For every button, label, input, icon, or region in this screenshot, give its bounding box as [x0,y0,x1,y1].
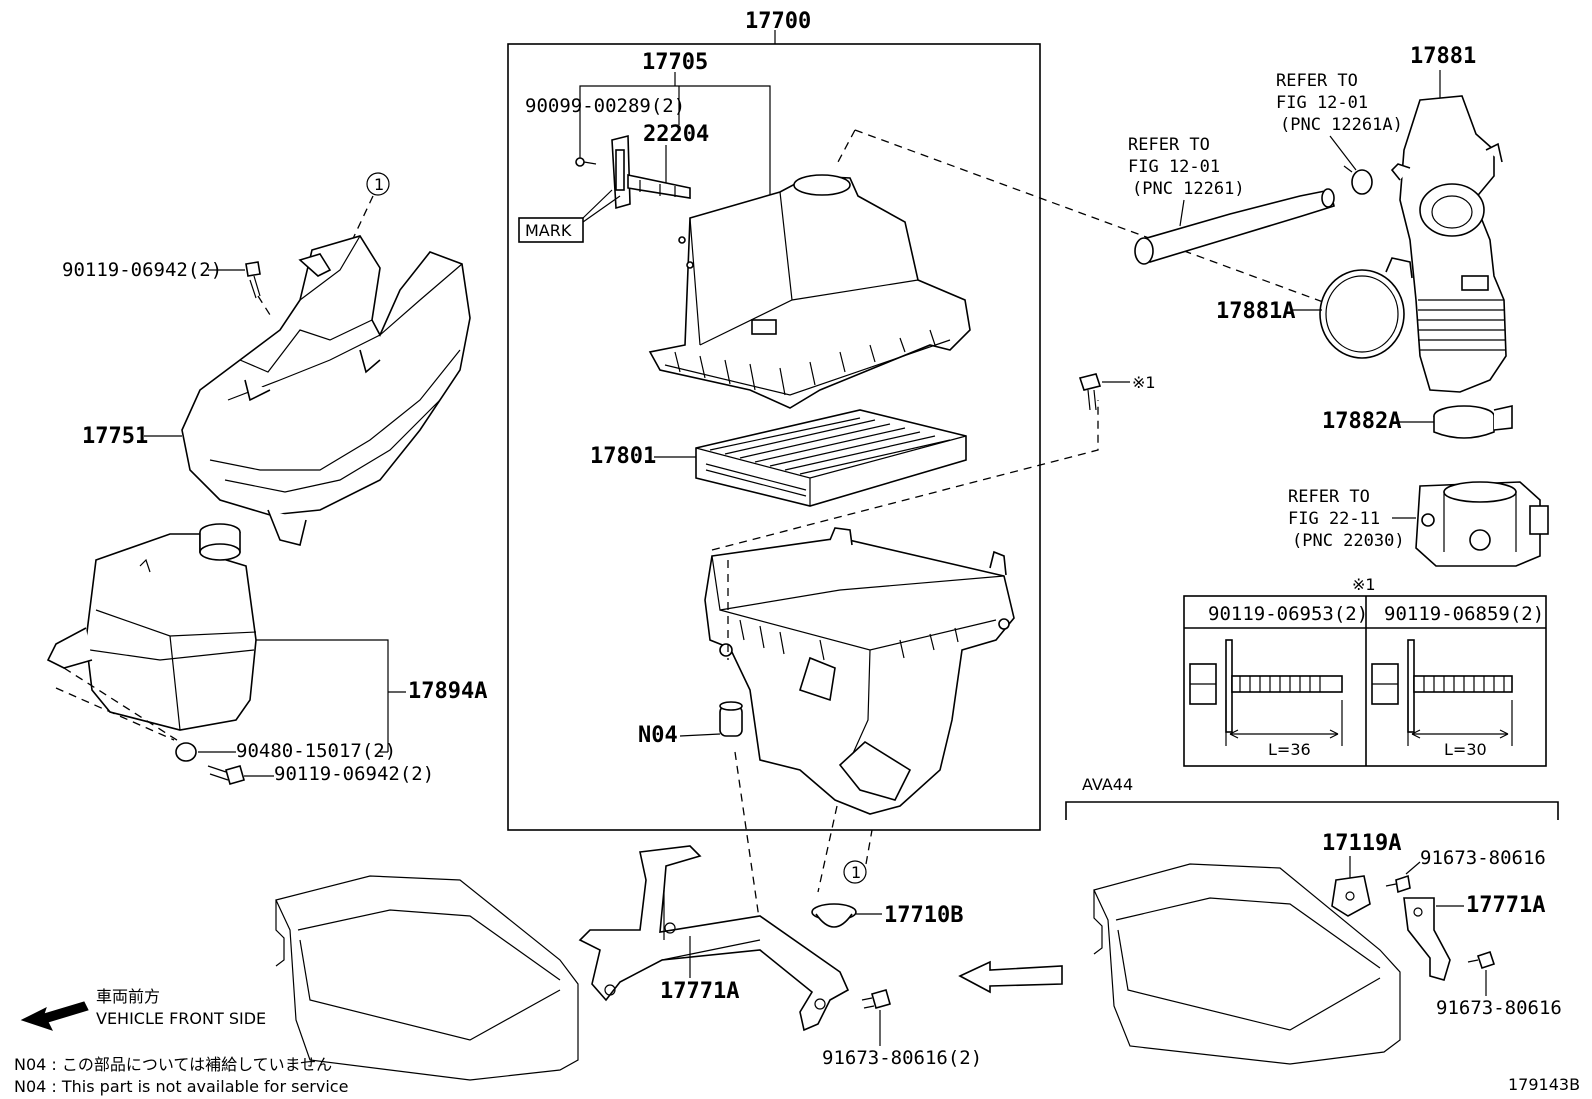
label-17700[interactable]: 17700 [745,9,811,34]
label-90119-06942-top[interactable]: 90119-06942(2) [62,259,222,281]
body-panel-right [1093,863,1401,1065]
ref-r2-line1: REFER TO [1128,135,1210,155]
air-cleaner-cap[interactable] [648,174,971,409]
bolt-note-1[interactable] [1078,373,1102,411]
hose-clamp-small[interactable] [1343,165,1373,195]
air-cleaner-case[interactable] [704,527,1015,815]
bolt-91673-r1[interactable] [1385,874,1411,894]
bolt-table-title: ※1 [1352,575,1376,594]
front-arrow-icon [20,1001,89,1031]
diagram-id: 179143B [1508,1075,1580,1094]
label-17882a[interactable]: 17882A [1322,409,1401,434]
ref-r2-line2: FIG 12-01 [1128,157,1220,177]
label-mark: MARK [525,221,572,240]
air-intake-hose-17881[interactable] [1390,95,1507,393]
throttle-body[interactable] [1415,481,1549,567]
legend-note-jp: N04 : この部品については補給していません [14,1055,332,1074]
label-circle-1-bottom: 1 [851,863,861,882]
bolt-91673-main[interactable] [861,989,891,1009]
label-17710b[interactable]: 17710B [884,903,963,928]
bolt-90119-06942-top[interactable] [245,261,261,299]
bolt-table-len1: L=36 [1268,740,1311,759]
ref-r3-line2: FIG 22-11 [1288,509,1380,529]
hose-clamp-17881a[interactable] [1319,257,1413,359]
plug-17710b[interactable] [811,903,857,928]
bolt-illustration-1 [1189,639,1343,746]
label-17894a[interactable]: 17894A [408,679,487,704]
legend-note-en: N04 : This part is not available for ser… [14,1077,348,1096]
grommet-n04[interactable] [719,701,743,737]
assembly-box-17700 [507,43,1041,831]
ref-r2-line3: (PNC 12261) [1132,179,1245,199]
bolt-table-len2: L=30 [1444,740,1487,759]
mark-box [518,217,584,243]
bracket-17771a-right[interactable] [1403,897,1451,981]
label-note-1-bolt: ※1 [1132,373,1156,392]
label-90099-00289[interactable]: 90099-00289(2) [525,95,685,117]
circle-ref-1-bottom [843,860,867,884]
label-n04[interactable]: N04 [638,723,678,748]
breather-hose[interactable] [1134,188,1335,265]
bolt-table-col2[interactable]: 90119-06859(2) [1384,603,1544,625]
bolt-table [1183,595,1547,767]
resonator-tank-17894a[interactable] [46,523,257,731]
ref-r1-line2: FIG 12-01 [1276,93,1368,113]
label-22204[interactable]: 22204 [643,122,709,147]
label-17119a[interactable]: 17119A [1322,831,1401,856]
label-17751[interactable]: 17751 [82,424,148,449]
label-17801[interactable]: 17801 [590,444,656,469]
air-filter-element-17801[interactable] [695,409,967,507]
bracket-17119a[interactable] [1331,875,1371,917]
label-91673-80616-r1[interactable]: 91673-80616 [1420,847,1546,869]
grommet-90480[interactable] [175,742,197,762]
arrow-hollow-icon [958,960,1063,994]
hose-clamp-17882a[interactable] [1433,405,1513,439]
legend-front-jp: 車両前方 [96,987,160,1006]
bolt-table-col1[interactable]: 90119-06953(2) [1208,603,1368,625]
label-17705[interactable]: 17705 [642,50,708,75]
circle-ref-1-top [366,172,390,196]
bracket-17771a-main[interactable] [578,845,850,1032]
label-90119-06942-bottom[interactable]: 90119-06942(2) [274,763,434,785]
label-91673-80616-main[interactable]: 91673-80616(2) [822,1047,982,1069]
ref-r1-line3: (PNC 12261A) [1280,115,1403,135]
screw-90099[interactable] [575,157,597,167]
body-panel-left [275,875,579,1081]
legend-front-en: VEHICLE FRONT SIDE [96,1009,266,1028]
ref-r3-line1: REFER TO [1288,487,1370,507]
label-17881[interactable]: 17881 [1410,44,1476,69]
airflow-sensor-22204[interactable] [611,134,691,210]
bolt-illustration-2 [1371,639,1513,746]
ref-r1-line1: REFER TO [1276,71,1358,91]
label-17771a-main[interactable]: 17771A [660,979,739,1004]
air-intake-duct-17751[interactable] [181,235,471,546]
ref-r3-line3: (PNC 22030) [1292,531,1405,551]
label-90480-15017[interactable]: 90480-15017(2) [236,740,396,762]
bolt-91673-r2[interactable] [1467,950,1496,970]
label-circle-1-top: 1 [374,175,384,194]
label-91673-80616-r2[interactable]: 91673-80616 [1436,997,1562,1019]
label-17771a-right[interactable]: 17771A [1466,893,1545,918]
label-ava44: AVA44 [1082,775,1133,794]
bolt-90119-06942-bottom[interactable] [207,765,245,785]
label-17881a[interactable]: 17881A [1216,299,1295,324]
